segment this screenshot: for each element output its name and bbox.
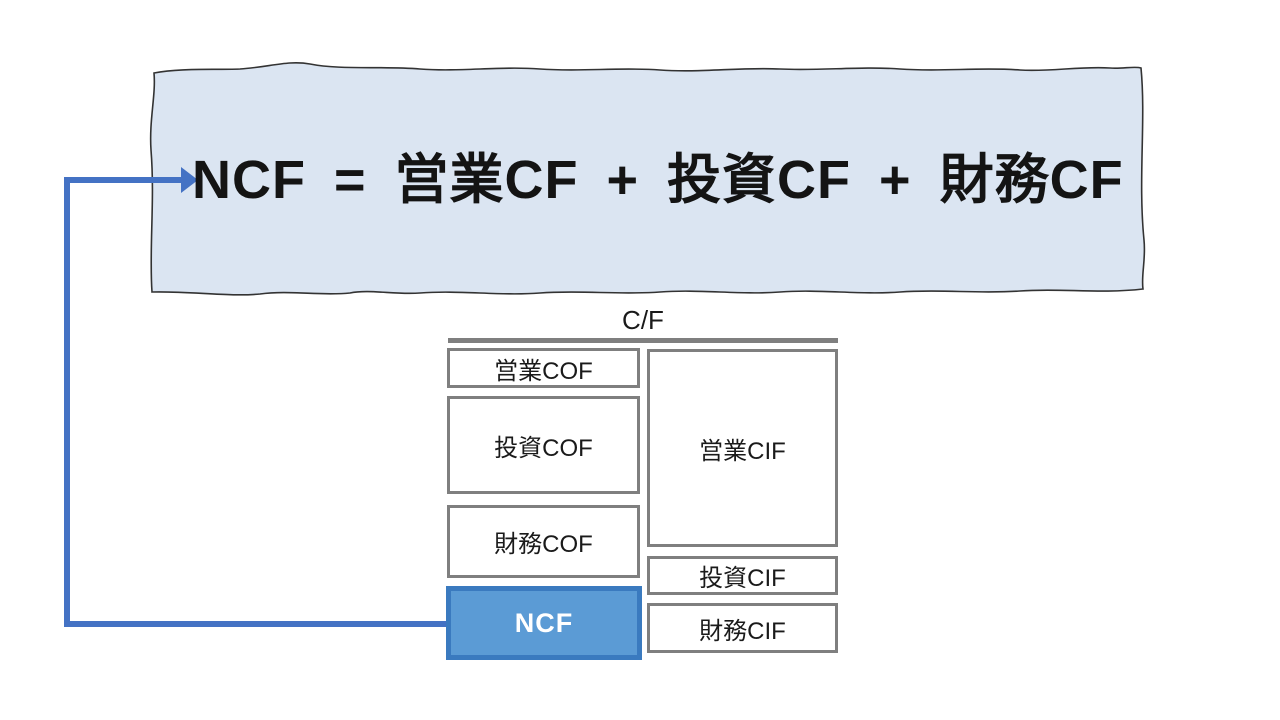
box-ncf: NCF — [446, 586, 642, 660]
box-investing-cof: 投資COF — [447, 396, 640, 494]
box-investing-cof-label: 投資COF — [494, 434, 593, 462]
formula-banner-shape — [149, 61, 1146, 296]
statement-title-underline — [448, 338, 838, 343]
box-operating-cif-label: 営業CIF — [699, 437, 786, 465]
ncf-connector-line — [64, 177, 448, 627]
box-financing-cof: 財務COF — [447, 505, 640, 578]
box-financing-cof-label: 財務COF — [494, 531, 593, 558]
box-operating-cof: 営業COF — [447, 348, 640, 388]
box-financing-cif-label: 財務CIF — [699, 617, 786, 645]
box-operating-cof-label: 営業COF — [494, 357, 593, 385]
box-investing-cif-label: 投資CIF — [699, 565, 786, 592]
box-financing-cif: 財務CIF — [647, 603, 838, 653]
formula-text: NCF = 営業CF + 投資CF + 財務CF — [192, 150, 1124, 210]
statement-title: C/F — [622, 305, 664, 335]
box-investing-cif: 投資CIF — [647, 556, 838, 595]
box-ncf-label: NCF — [514, 607, 574, 638]
arrow-right-icon — [181, 167, 198, 193]
box-operating-cif: 営業CIF — [647, 349, 838, 547]
